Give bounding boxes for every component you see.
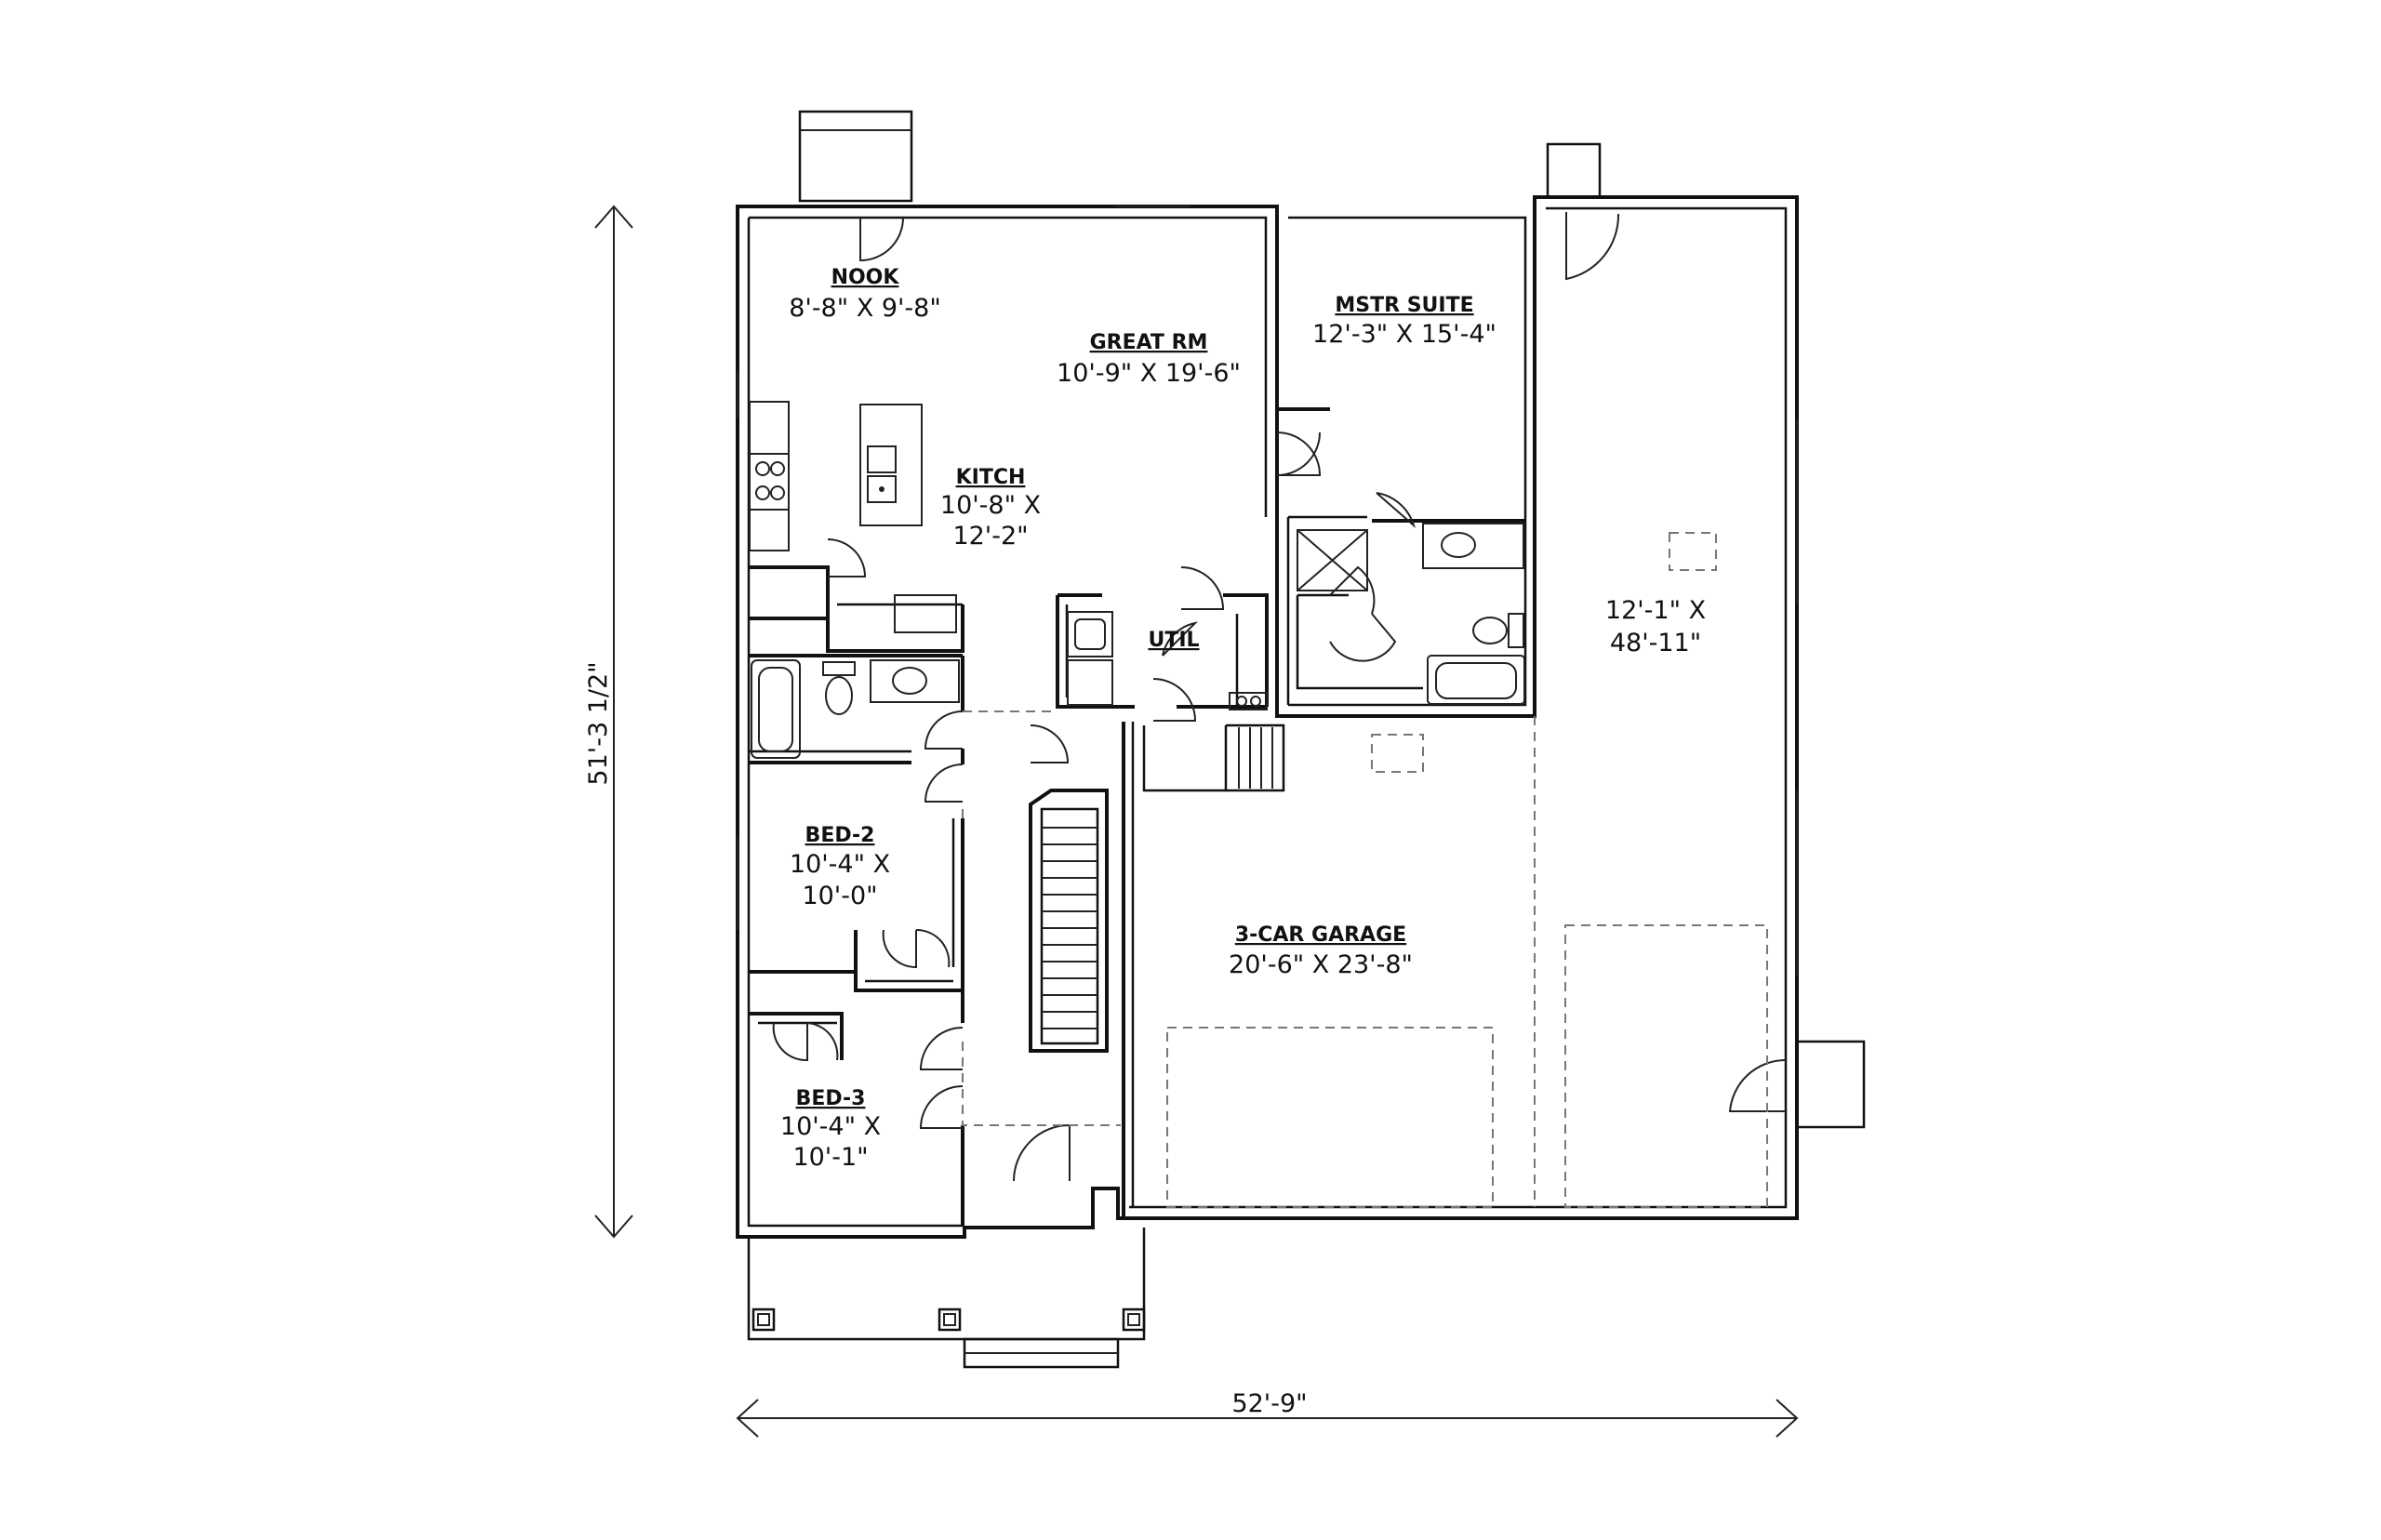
bathtub-icon [751, 659, 801, 759]
mstr-suite-dims: 12'-3" X 15'-4" [1312, 320, 1496, 349]
great-rm-dims: 10'-9" X 19'-6" [1057, 359, 1241, 388]
kitch-dims-line1: 10'-8" X [940, 491, 1041, 520]
window-marks [737, 206, 1798, 976]
bath-fixtures [751, 523, 1525, 759]
mstr-suite-name: MSTR SUITE [1335, 294, 1473, 317]
overall-depth-label: 51'-3 1/2" [584, 661, 613, 785]
garage-dashed-lines [962, 532, 1768, 1208]
room-labels: NOOK 8'-8" X 9'-8" GREAT RM 10'-9" X 19'… [780, 266, 1706, 1172]
garage-name: 3-CAR GARAGE [1235, 923, 1406, 947]
exterior-walls [736, 195, 1799, 1239]
sink-icon [867, 445, 897, 473]
overall-width-label: 52'-9" [1231, 1389, 1307, 1418]
lav-sink-icon [892, 667, 927, 695]
garage-dims: 20'-6" X 23'-8" [1229, 950, 1413, 979]
front-porch [747, 1228, 1146, 1369]
util-name: UTIL [1148, 629, 1199, 652]
kitchen-island [859, 404, 923, 526]
bed3-dims-line2: 10'-1" [792, 1143, 868, 1172]
nook-name: NOOK [831, 266, 900, 289]
bed2-dims-line1: 10'-4" X [790, 850, 890, 879]
bed2-name: BED-2 [805, 824, 875, 847]
garage-steps [1238, 727, 1273, 789]
kitchen-fixtures [749, 401, 957, 633]
bump-outs [798, 110, 1866, 1129]
doors [772, 212, 1787, 1182]
great-rm-name: GREAT RM [1090, 331, 1208, 354]
bed3-name: BED-3 [796, 1087, 866, 1110]
stair-treads [1042, 827, 1097, 1029]
nook-dims: 8'-8" X 9'-8" [789, 294, 941, 323]
interior-walls [749, 206, 1525, 1226]
kitch-name: KITCH [956, 466, 1026, 489]
toilet-icon [825, 676, 853, 715]
rv-bay-dims-line1: 12'-1" X [1605, 596, 1706, 625]
interior-stair [1029, 789, 1109, 1053]
shower-icon [1297, 529, 1368, 591]
width-dimension: 52'-9" [736, 1389, 1799, 1438]
bed2-dims-line2: 10'-0" [802, 882, 877, 910]
kitch-dims-line2: 12'-2" [952, 522, 1028, 551]
depth-dimension: 51'-3 1/2" [584, 205, 633, 1239]
rv-bay-dims-line2: 48'-11" [1610, 629, 1701, 657]
bed3-dims-line1: 10'-4" X [780, 1112, 881, 1141]
